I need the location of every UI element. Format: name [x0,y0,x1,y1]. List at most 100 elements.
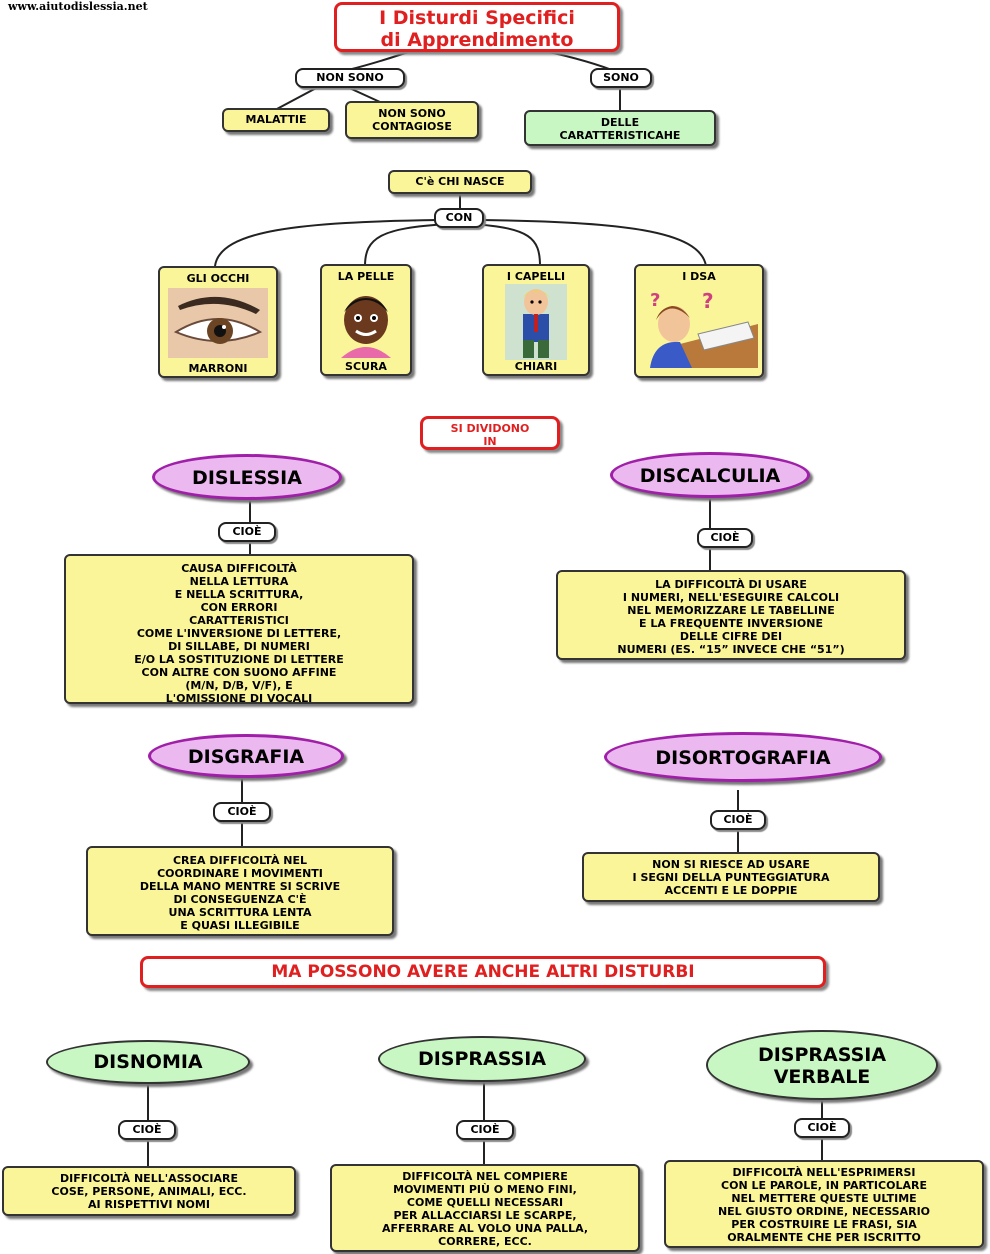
disortografia-line: ACCENTI E LE DOPPIE [664,884,798,897]
disprassia-verbale-node: DISPRASSIA VERBALE [706,1030,938,1100]
page-title: I Disturdi Specifici di Apprendimento [334,2,620,52]
card-capelli: I CAPELLI CHIARI [482,264,590,376]
disgrafia-line: UNA SCRITTURA LENTA [168,906,312,919]
dislessia-line: CARATTERISTICI [189,614,289,627]
discalculia-node: DISCALCULIA [610,452,810,498]
disprassia-verbale-description: DIFFICOLTÀ NELL'ESPRIMERSI CON LE PAROLE… [664,1160,984,1248]
si-dividono-line-2: IN [483,435,497,448]
disgrafia-line: E QUASI ILLEGIBILE [180,919,300,932]
cioe-discalculia: CIOÈ [697,528,753,548]
disgrafia-node: DISGRAFIA [148,734,344,778]
non-sono-connector: NON SONO [295,68,405,88]
discalculia-line: NEL MEMORIZZARE LE TABELLINE [627,604,835,617]
title-line-1: I Disturdi Specifici [379,7,575,29]
dislessia-line: L'OMISSIONE DI VOCALI [165,692,313,705]
eye-icon [168,288,268,358]
card-capelli-bottom: CHIARI [514,360,558,373]
caratteristiche-line-1: DELLE [600,116,640,129]
si-dividono-line-1: SI DIVIDONO [450,422,530,435]
disortografia-node: DISORTOGRAFIA [604,732,882,782]
disprassia-verbale-line: NEL GIUSTO ORDINE, NECESSARIO [717,1205,931,1218]
discalculia-description: LA DIFFICOLTÀ DI USARE I NUMERI, NELL'ES… [556,570,906,660]
card-pelle-bottom: SCURA [345,360,387,373]
card-dsa-top: I DSA [682,270,716,283]
svg-text:?: ? [650,290,660,311]
disnomia-line: DIFFICOLTÀ NELL'ASSOCIARE [60,1172,238,1185]
disprassia-line: COME QUELLI NECESSARI [406,1196,564,1209]
caratteristiche-line-2: CARATTERISTICAHE [559,129,681,142]
disprassia-verbale-line: PER COSTRUIRE LE FRASI, SIA [731,1218,917,1231]
disgrafia-line: DI CONSEGUENZA C'È [173,893,307,906]
disprassia-verbale-line: ORALMENTE CHE PER ISCRITTO [727,1231,921,1244]
title-line-2: di Apprendimento [380,29,574,51]
disnomia-description: DIFFICOLTÀ NELL'ASSOCIARE COSE, PERSONE,… [2,1166,296,1216]
sono-connector: SONO [590,68,652,88]
disprassia-line: MOVIMENTI PIÙ O MENO FINI, [393,1183,577,1196]
discalculia-line: NUMERI (ES. “15” INVECE CHE “51”) [617,643,845,656]
disgrafia-line: CREA DIFFICOLTÀ NEL [172,854,308,867]
dislessia-line: CON ALTRE CON SUONO AFFINE [141,666,337,679]
caratteristiche-box: DELLE CARATTERISTICAHE [524,110,716,146]
card-dsa: I DSA ? ? [634,264,764,378]
disprassia-verbale-name-1: DISPRASSIA [757,1044,887,1066]
non-contagiose-line-2: CONTAGIOSE [372,120,452,133]
disortografia-line: I SEGNI DELLA PUNTEGGIATURA [632,871,830,884]
confused-student-icon: ? ? [650,289,758,368]
discalculia-line: E LA FREQUENTE INVERSIONE [639,617,823,630]
card-pelle: LA PELLE SCURA [320,264,412,376]
dislessia-line: COME L'INVERSIONE DI LETTERE, [136,627,342,640]
disprassia-verbale-line: DIFFICOLTÀ NELL'ESPRIMERSI [732,1166,916,1179]
card-capelli-top: I CAPELLI [506,270,566,283]
dislessia-line: CAUSA DIFFICOLTÀ [181,562,297,575]
dislessia-node: DISLESSIA [152,454,342,500]
cioe-disprassia-verbale: CIOÈ [794,1118,850,1138]
disprassia-description: DIFFICOLTÀ NEL COMPIERE MOVIMENTI PIÙ O … [330,1164,640,1252]
disprassia-line: CORRERE, ECC. [438,1235,532,1248]
dislessia-line: NELLA LETTURA [189,575,289,588]
card-occhi-top: GLI OCCHI [186,272,250,285]
disprassia-node: DISPRASSIA [378,1036,586,1082]
disgrafia-line: COORDINARE I MOVIMENTI [157,867,323,880]
non-contagiose-box: NON SONO CONTAGIOSE [345,101,479,139]
dislessia-line: (M/N, D/B, V/F), E [185,679,293,692]
chi-nasce-box: C'è CHI NASCE [388,170,532,194]
disprassia-line: DIFFICOLTÀ NEL COMPIERE [402,1170,568,1183]
cioe-disprassia: CIOÈ [456,1120,514,1140]
disprassia-line: PER ALLACCIARSI LE SCARPE, [393,1209,577,1222]
disprassia-verbale-line: NEL METTERE QUESTE ULTIME [731,1192,917,1205]
discalculia-line: DELLE CIFRE DEI [679,630,783,643]
con-connector: CON [434,208,484,228]
blond-boy-icon [505,284,567,360]
non-contagiose-line-1: NON SONO [378,107,446,120]
dislessia-description: CAUSA DIFFICOLTÀ NELLA LETTURA E NELLA S… [64,554,414,705]
disortografia-description: NON SI RIESCE AD USARE I SEGNI DELLA PUN… [582,852,880,902]
card-pelle-top: LA PELLE [337,270,395,283]
disprassia-verbale-line: CON LE PAROLE, IN PARTICOLARE [721,1179,927,1192]
card-occhi-bottom: MARRONI [188,362,248,375]
disnomia-node: DISNOMIA [46,1040,250,1084]
si-dividono-box: SI DIVIDONO IN [420,416,560,450]
altri-disturbi-banner: MA POSSONO AVERE ANCHE ALTRI DISTURBI [140,956,826,988]
site-url[interactable]: www.aiutodislessia.net [8,0,148,13]
dislessia-line: E/O LA SOSTITUZIONE DI LETTERE [134,653,344,666]
disprassia-verbale-name-2: VERBALE [773,1066,871,1088]
disgrafia-line: DELLA MANO MENTRE SI SCRIVE [139,880,341,893]
disnomia-line: COSE, PERSONE, ANIMALI, ECC. [51,1185,247,1198]
disnomia-line: AI RISPETTIVI NOMI [88,1198,210,1211]
dark-skin-boy-icon [341,296,391,358]
dislessia-line: E NELLA SCRITTURA, [174,588,304,601]
svg-text:?: ? [702,289,714,313]
card-occhi: GLI OCCHI MARRONI [158,266,278,378]
cioe-disgrafia: CIOÈ [213,802,271,822]
disprassia-line: AFFERRARE AL VOLO UNA PALLA, [381,1222,589,1235]
malattie-box: MALATTIE [222,108,330,132]
discalculia-line: I NUMERI, NELL'ESEGUIRE CALCOLI [622,591,840,604]
cioe-disnomia: CIOÈ [118,1120,176,1140]
discalculia-line: LA DIFFICOLTÀ DI USARE [655,578,807,591]
cioe-disortografia: CIOÈ [710,810,766,830]
disortografia-line: NON SI RIESCE AD USARE [652,858,810,871]
dislessia-line: CON ERRORI [200,601,278,614]
disgrafia-description: CREA DIFFICOLTÀ NEL COORDINARE I MOVIMEN… [86,846,394,936]
cioe-dislessia: CIOÈ [218,522,276,542]
